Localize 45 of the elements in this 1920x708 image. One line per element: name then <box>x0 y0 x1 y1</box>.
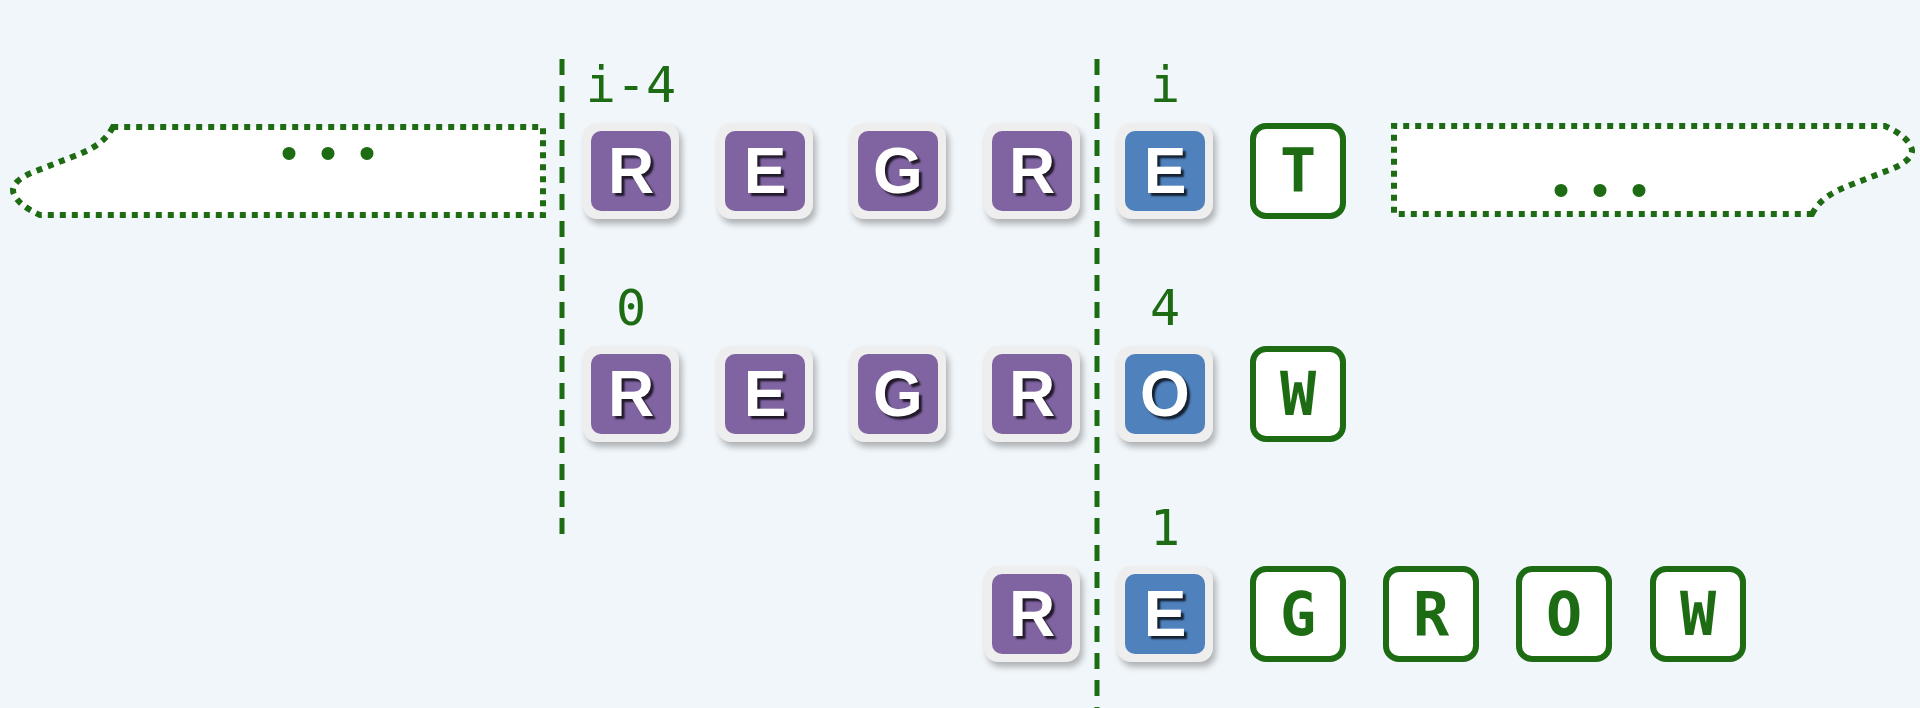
tile-letter: R <box>1008 582 1056 646</box>
letter-tile <box>1117 123 1213 219</box>
letter-tile <box>1383 566 1479 662</box>
dotted-strip <box>1391 123 1915 217</box>
index-label: 4 <box>1149 283 1181 333</box>
tile-letter: G <box>873 362 923 426</box>
tile-letter: W <box>1279 364 1317 424</box>
index-label: 1 <box>1149 503 1181 553</box>
tile-letter: R <box>1412 584 1450 644</box>
letter-tile <box>984 123 1080 219</box>
letter-tile <box>1250 566 1346 662</box>
letter-tile <box>583 346 679 442</box>
tile-letter: R <box>607 139 655 203</box>
tile-letter: E <box>1143 139 1187 203</box>
letter-tile <box>1250 123 1346 219</box>
tile-letter: O <box>1545 584 1583 644</box>
index-label: i <box>1149 60 1181 110</box>
tile-letter: O <box>1140 362 1190 426</box>
letter-tile <box>984 566 1080 662</box>
letter-tile <box>1650 566 1746 662</box>
tile-letter: G <box>873 139 923 203</box>
tile-letter: G <box>1279 584 1317 644</box>
dotted-strip <box>10 124 546 218</box>
tile-letter: W <box>1679 584 1717 644</box>
letter-tile <box>1250 346 1346 442</box>
tile-letter: E <box>743 362 787 426</box>
letter-tile <box>850 346 946 442</box>
tile-letter: T <box>1279 141 1317 201</box>
letter-tile <box>1117 566 1213 662</box>
tile-letter: R <box>1008 362 1056 426</box>
index-label: 0 <box>615 283 647 333</box>
letter-tile <box>1117 346 1213 442</box>
letter-tile <box>583 123 679 219</box>
index-label: i-4 <box>585 60 677 110</box>
letter-tile <box>1516 566 1612 662</box>
tile-letter: R <box>607 362 655 426</box>
ellipsis: ... <box>279 125 396 163</box>
letter-tile <box>850 123 946 219</box>
tile-letter: E <box>743 139 787 203</box>
letter-tile <box>717 123 813 219</box>
tile-letter: R <box>1008 139 1056 203</box>
letter-tile <box>717 346 813 442</box>
ellipsis: ... <box>1551 162 1668 200</box>
tile-letter: E <box>1143 582 1187 646</box>
letter-tile <box>984 346 1080 442</box>
